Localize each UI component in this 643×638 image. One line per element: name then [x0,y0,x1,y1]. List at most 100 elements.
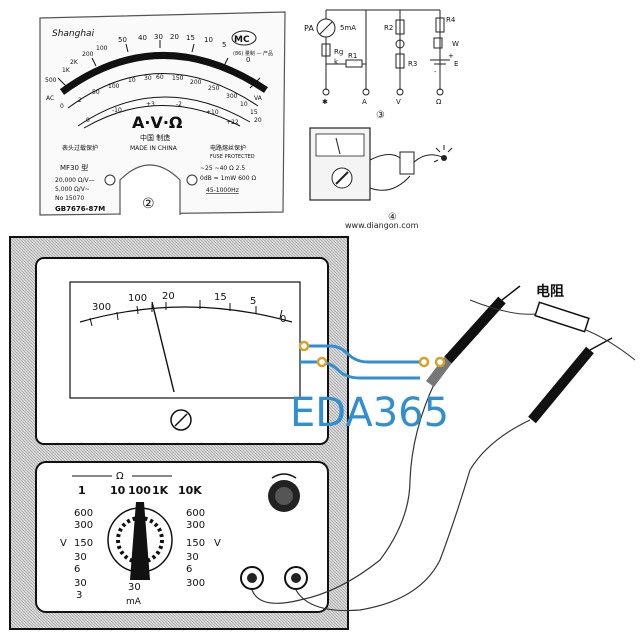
resistor-label: 电阻 [536,283,564,300]
svg-text:100: 100 [108,83,120,90]
label-current: 5mA [340,24,356,32]
logo-text: EDA365 [290,390,449,436]
svg-text:+10: +10 [206,109,219,116]
label-r1: R1 [348,52,357,60]
range-left-labels: 600 300 150 30 6 30 [74,508,93,589]
svg-text:5: 5 [250,296,256,307]
test-leads [251,379,531,612]
svg-text:0: 0 [280,314,286,325]
svg-text:600: 600 [74,508,93,519]
svg-text:20: 20 [162,291,175,302]
svg-text:0: 0 [60,103,64,110]
svg-text:150: 150 [172,75,184,82]
probe-right[interactable] [528,337,613,424]
svg-text:15: 15 [186,34,195,42]
svg-text:0: 0 [246,56,250,64]
svg-text:+3: +3 [146,101,155,108]
svg-text:30: 30 [186,552,199,563]
label-terminal-common: ✱ [322,98,328,106]
va-label: VA [254,95,263,102]
avo-label: A·V·Ω [132,113,183,132]
svg-text:300: 300 [74,520,93,531]
ac-label: AC [46,95,54,102]
resistor-rg [321,43,331,57]
svg-text:20: 20 [170,33,179,41]
dial-arch-cutout [119,164,181,215]
svg-text:30: 30 [74,578,87,589]
svg-text:6: 6 [186,564,192,575]
left-protect-note: 表头过载保护 [62,144,98,152]
meter-scale-window [69,281,301,399]
resistor-r3 [395,53,405,69]
dial-main-arc [59,52,268,95]
range-top-labels: 1 10 100 1K 10K [78,484,202,497]
svg-text:200: 200 [190,79,202,86]
svg-text:15: 15 [250,109,258,116]
dial-db-scale: 0 -10 +3 -2 +10 +22 [86,101,239,126]
range-bottom-mid: 30 [128,582,141,593]
svg-text:40: 40 [138,34,147,42]
label-e: E [454,60,458,68]
meter-scale-labels: 300 100 20 15 5 0 [92,291,286,325]
spec1-label: 20,000 Ω/V— [55,177,95,184]
svg-text:-10: -10 [112,107,122,114]
right-protect-note: 电路熔丝保护 [210,144,246,152]
svg-text:30: 30 [144,75,152,82]
label-r3: R3 [408,60,417,68]
terminal-a [362,88,370,96]
resistor-r4 [435,17,445,33]
svg-text:10K: 10K [178,484,202,497]
dial-left-scale: 500 1K 2K 200 100 [45,45,108,84]
circuit-diagram [316,9,450,96]
label-plus: + [448,52,454,60]
circuit-labels: PA 5mA Rg k R1 R2 R3 R4 W E + - ✱ A V Ω … [304,16,459,121]
svg-text:100: 100 [128,293,147,304]
svg-text:20: 20 [254,117,262,124]
range-bottom-left: 3 [76,590,82,601]
lead-common [251,379,437,604]
terminal-common [322,88,330,96]
svg-text:600: 600 [186,508,205,519]
db-label: 0dB = 1mW 600 Ω [200,175,256,182]
figure-3-number: ③ [376,110,385,121]
v-label-left: V [60,538,67,549]
svg-text:1: 1 [78,484,86,497]
accuracy-label: ~25 ~40 Ω 2.5 [200,165,245,172]
svg-text:15: 15 [214,292,227,303]
svg-text:150: 150 [186,538,205,549]
label-terminal-a: A [362,98,367,106]
label-terminal-ohm: Ω [436,98,442,106]
multimeter: 300 100 20 15 5 0 Ω 1 10 100 1K 10K 600 … [9,236,349,630]
right-protect-note-en: FUSE PROTECTED [210,154,255,160]
label-r4: R4 [446,16,456,24]
battery-cell [399,151,415,175]
svg-text:10: 10 [110,484,126,497]
probe-left[interactable] [426,285,521,387]
lead-positive [295,419,531,612]
range-right-labels: 600 300 150 30 6 300 [186,508,205,589]
mark-note: (86) 量制 — 产品 [233,50,273,57]
svg-text:30: 30 [154,33,163,41]
svg-text:10: 10 [128,77,136,84]
svg-text:500: 500 [45,77,57,84]
terminal-v [396,88,404,96]
ma-label: mA [126,597,142,607]
resistor-component: 电阻 [469,283,636,361]
label-terminal-v: V [396,98,401,106]
standard-label: GB7676-87M [55,205,105,213]
svg-text:5: 5 [222,41,226,49]
potentiometer-w [433,37,443,49]
range-selector-pointer[interactable] [130,502,150,580]
dial-screw-right [186,174,198,186]
svg-text:50: 50 [118,36,127,44]
svg-text:2K: 2K [70,59,79,66]
dial-plate: Shanghai MC (86) 量制 — 产品 50 40 30 20 15 … [39,11,286,216]
svg-text:1K: 1K [62,67,71,74]
dial-ac-scale: 0 2 50 100 10 30 60 150 200 250 300 10 1… [60,74,262,124]
figure-4-number: ④ [388,212,397,223]
resistor-r1 [345,59,363,68]
svg-text:2: 2 [78,97,82,104]
svg-text:200: 200 [82,51,94,58]
svg-text:6: 6 [74,564,80,575]
